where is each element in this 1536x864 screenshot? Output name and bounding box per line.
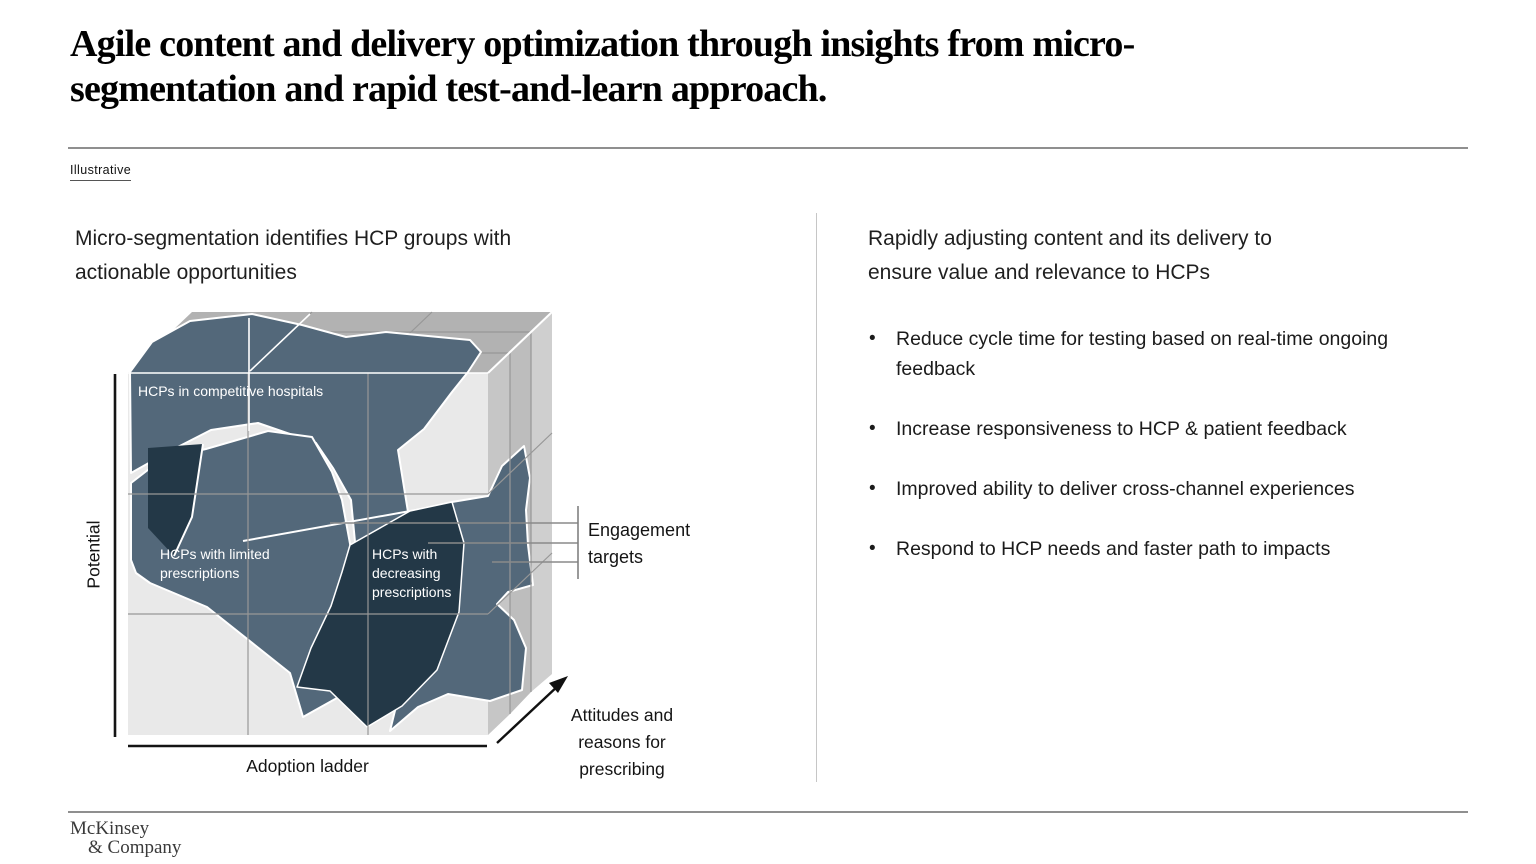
benefit-bullet-list: • Reduce cycle time for testing based on … [868,324,1468,594]
bottom-rule [68,811,1468,813]
bullet-item: • Respond to HCP needs and faster path to… [868,534,1416,564]
engagement-tick-lines [330,522,578,563]
segment-overlap-left-edge [173,443,204,557]
bullet-text: Improved ability to deliver cross-channe… [896,478,1355,500]
page-title: Agile content and delivery optimization … [70,23,1135,110]
right-panel-heading: Rapidly adjusting content and its delive… [868,227,1272,284]
front-face-grid [128,331,553,735]
left-panel-heading: Micro-segmentation identifies HCP groups… [75,227,512,284]
bullet-item: • Improved ability to deliver cross-chann… [868,474,1416,504]
illustrative-tag: Illustrative [70,163,132,181]
z-axis-label: Attitudes and reasons for prescribing [570,705,674,779]
cube-side-band-3 [531,312,552,692]
label-competitive-hospitals: HCPs in competitive hospitals [138,383,324,399]
bullet-text: Respond to HCP needs and faster path to … [896,538,1331,560]
bullet-dot-icon: • [869,328,876,349]
y-axis-label: Potential [83,520,104,589]
bullet-dot-icon: • [869,418,876,439]
bullet-dot-icon: • [869,478,876,499]
segmentation-cube-graphic [113,311,579,748]
cube-edge-highlights [128,311,553,431]
label-decreasing-prescriptions: HCPs with decreasing prescriptions [372,546,452,600]
segmentation-diagram: HCPs in competitive hospitals HCPs with … [70,300,730,800]
mckinsey-logo: McKinsey & Company [70,819,181,857]
label-limited-prescriptions: HCPs with limited prescriptions [160,546,270,581]
logo-line-1: McKinsey [70,818,150,839]
bullet-item: • Reduce cycle time for testing based on … [868,324,1416,384]
top-rule [68,147,1468,149]
z-axis-arrow-shaft [496,683,561,744]
segment-overlap-left [148,444,203,556]
bullet-dot-icon: • [869,538,876,559]
bullet-text: Reduce cycle time for testing based on r… [896,328,1389,380]
engagement-targets-label: Engagement targets [588,520,691,567]
column-divider [816,213,817,782]
z-axis-arrow-head [549,676,568,693]
bullet-item: • Increase responsiveness to HCP & patien… [868,414,1416,444]
logo-line-2: & Company [88,837,182,858]
x-axis-label: Adoption ladder [246,756,369,776]
bullet-text: Increase responsiveness to HCP & patient… [896,418,1347,440]
